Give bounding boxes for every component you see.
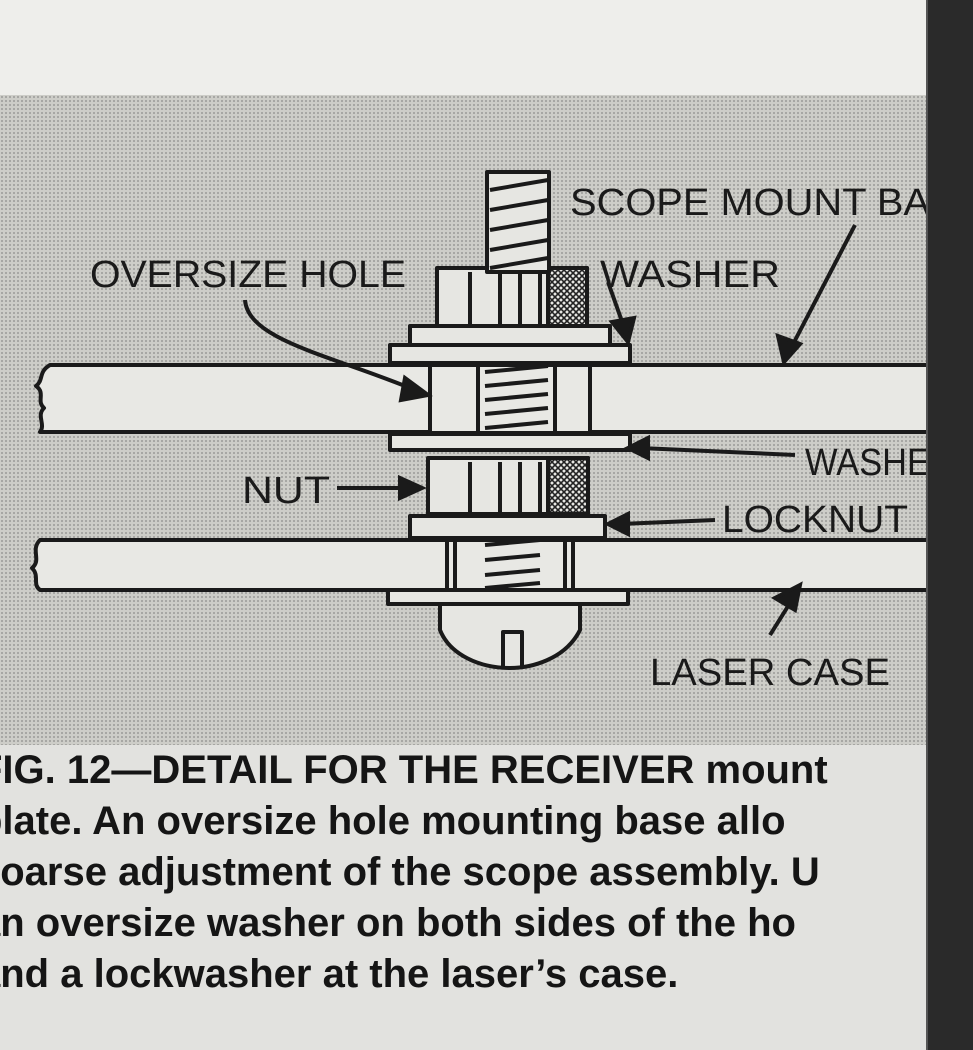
lower-nut-shade <box>546 456 590 516</box>
bolt-slot <box>501 630 524 668</box>
upper-washer-rim <box>408 324 612 347</box>
caption-line: coarse adjustment of the scope assembly.… <box>0 850 820 894</box>
label-nut: NUT <box>242 470 330 512</box>
book-binding <box>928 0 973 1050</box>
label-washer-right: WASHE <box>805 442 930 484</box>
head-washer <box>386 588 630 606</box>
bolt-head <box>438 602 582 670</box>
locknut <box>408 514 607 540</box>
label-oversize-hole: OVERSIZE HOLE <box>90 254 406 296</box>
upper-nut-shade <box>546 266 589 328</box>
mount-detail-diagram: SCOPE MOUNT BA OVERSIZE HOLE WASHER WASH… <box>30 170 930 694</box>
leader-arrows <box>243 224 857 637</box>
caption-line: plate. An oversize hole mounting base al… <box>0 799 786 843</box>
page-top-margin <box>0 0 930 95</box>
caption-line: an oversize washer on both sides of the … <box>0 901 796 945</box>
figure-caption: FIG. 12—DETAIL FOR THE RECEIVER mount pl… <box>0 745 938 1000</box>
caption-line: FIG. 12—DETAIL FOR THE RECEIVER mount <box>0 748 828 792</box>
label-washer-top: WASHER <box>600 254 780 296</box>
bolt-shank-lower <box>445 538 575 592</box>
lower-washer <box>388 432 632 452</box>
label-locknut: LOCKNUT <box>722 499 908 541</box>
label-laser-case: LASER CASE <box>650 652 890 694</box>
caption-line: and a lockwasher at the laser’s case. <box>0 952 679 996</box>
threads <box>453 178 567 590</box>
label-scope-mount-base: SCOPE MOUNT BA <box>570 182 930 224</box>
upper-washer <box>388 343 632 365</box>
caption-panel <box>0 745 930 1050</box>
